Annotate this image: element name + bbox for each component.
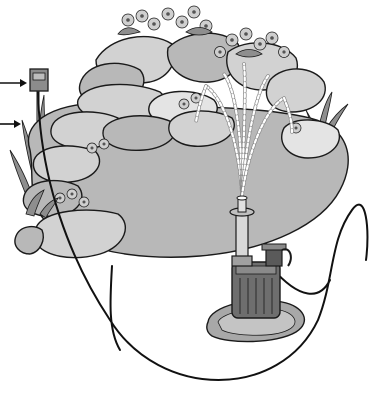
flower <box>162 8 174 20</box>
flower <box>99 139 109 149</box>
flower <box>254 38 266 50</box>
flower <box>179 99 189 109</box>
flower <box>79 197 89 207</box>
flower <box>188 6 200 18</box>
flower <box>148 18 160 30</box>
flower <box>176 16 188 28</box>
arrow-right-icon <box>0 79 27 87</box>
flower <box>226 34 238 46</box>
flower <box>215 47 226 58</box>
flower <box>136 10 148 22</box>
flower <box>87 143 97 153</box>
arrow-right-icon <box>0 120 21 128</box>
flower <box>266 32 278 44</box>
flower <box>122 14 134 26</box>
flower <box>67 189 77 199</box>
flower <box>240 28 252 40</box>
flower <box>279 47 290 58</box>
